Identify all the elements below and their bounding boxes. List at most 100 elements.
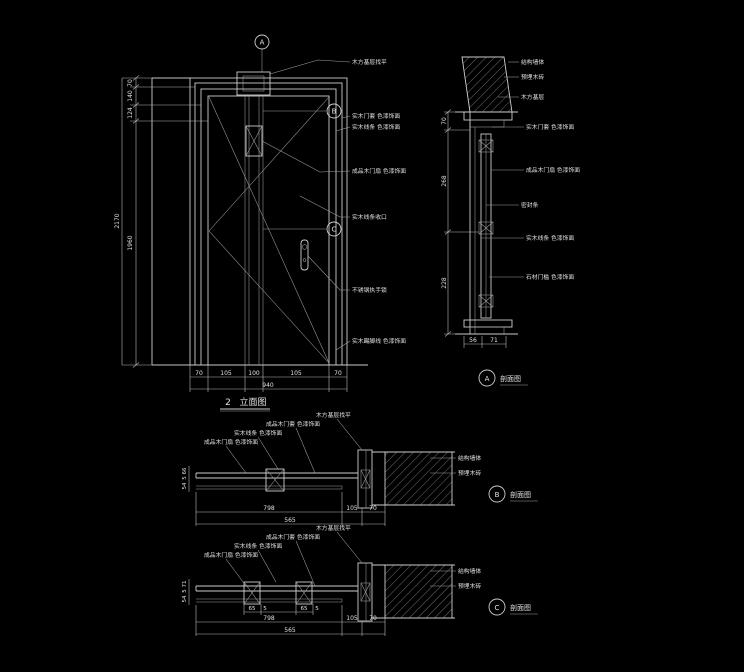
callout-label: 实木线条 色漆饰面	[234, 429, 282, 437]
dim-value: 70	[127, 79, 134, 87]
callout-label: 实木线条 色漆饰面	[234, 542, 282, 550]
elevation-center-strip	[244, 96, 264, 365]
dim-value: 140	[127, 90, 134, 102]
dim-total: 940	[262, 382, 274, 389]
callout-label: 成品木门套 色漆饰面	[266, 533, 320, 541]
callout-label: 木方基层找平	[316, 524, 351, 532]
callout-label: 实木门套 色漆饰面	[352, 112, 400, 120]
callout-label: 不锈钢执手锁	[352, 286, 387, 294]
section-b-left-dimensions: 66 5 54	[182, 466, 190, 492]
section-b-bottom-dimensions: 798 105 70 565	[195, 492, 386, 526]
section-a-assembly	[455, 111, 518, 335]
section-a-bottom-dimensions: 56 71	[463, 336, 507, 348]
callout-label: 结构墙体	[458, 567, 481, 575]
section-c-callouts: 木方基层找平 成品木门套 色漆饰面 实木线条 色漆饰面 成品木门扇 色漆饰面 结…	[204, 524, 481, 590]
dim-value: 56	[469, 337, 477, 344]
callout-label: 预埋木砖	[458, 469, 481, 477]
callout-label: 木方基层	[521, 93, 544, 101]
dim-value: 5	[263, 606, 267, 612]
door-handle	[300, 239, 309, 271]
dim-total: 565	[284, 627, 296, 634]
callout-label: 成品木门套 色漆饰面	[266, 420, 320, 428]
dim-total: 2170	[114, 213, 121, 228]
elevation-title: 2 立面图	[220, 396, 270, 412]
callout-label: 实木线条 色漆饰面	[526, 234, 574, 242]
view-number: 2	[225, 398, 231, 408]
section-letter: B	[495, 491, 500, 499]
callout-label: 成品木门扇 色漆饰面	[526, 166, 580, 174]
section-a-marker: A 剖面图	[478, 369, 528, 387]
callout-label: 结构墙体	[458, 454, 481, 462]
dim-value: 124	[127, 107, 134, 119]
section-c-callout-leaders	[225, 531, 456, 587]
section-label: 剖面图	[510, 603, 531, 612]
elevation-swing-lines	[208, 96, 330, 364]
callout-label: 成品木门扇 色漆饰面	[204, 438, 258, 446]
section-marker-upper: B	[263, 103, 342, 119]
section-label: 剖面图	[500, 374, 521, 383]
section-a-callouts: 结构墙体 预埋木砖 木方基层 实木门套 色漆饰面 成品木门扇 色漆饰面 密封条 …	[521, 58, 580, 281]
section-letter: C	[495, 604, 500, 612]
section-c-wall	[372, 564, 455, 619]
dim-value: 798	[263, 505, 275, 512]
elevation-door-frame	[189, 77, 348, 366]
section-marker-letter: A	[260, 39, 265, 47]
dim-value: 66	[182, 467, 188, 474]
dim-total: 565	[284, 517, 296, 524]
section-c-left-dimensions: 71 5 54	[182, 579, 190, 605]
callout-label: 预埋木砖	[521, 73, 544, 81]
dim-value: 105	[290, 370, 302, 377]
callout-label: 实木线条 色漆饰面	[352, 123, 400, 131]
dim-value: 228	[441, 277, 448, 289]
dim-value: 1960	[127, 235, 134, 250]
wall-hatch	[384, 564, 453, 619]
section-label: 剖面图	[510, 490, 531, 499]
section-marker-letter: C	[332, 226, 337, 234]
section-c-leaf	[195, 581, 358, 605]
dim-value: 105	[220, 370, 232, 377]
callout-label: 成品木门扇 色漆饰面	[352, 167, 406, 175]
section-a-view: 70 268 228 56 71 结构墙体 预埋木砖 木方基层 实木门套 色	[441, 56, 580, 387]
section-letter: A	[485, 375, 490, 383]
callout-label: 实木线条收口	[352, 213, 387, 221]
dim-value: 70	[369, 615, 377, 622]
wall-hatch	[384, 451, 453, 506]
section-b-marker: B 剖面图	[488, 485, 538, 503]
dim-value: 70	[195, 370, 203, 377]
callout-label: 木方基层找平	[352, 58, 387, 66]
view-title: 立面图	[239, 396, 266, 408]
dim-value: 54	[182, 482, 188, 489]
elevation-callout-leaders	[261, 59, 351, 351]
dim-value: 65	[301, 606, 308, 612]
wall-hatch	[461, 56, 513, 113]
dim-value: 71	[490, 337, 498, 344]
dim-value: 5	[182, 589, 188, 593]
callout-label: 结构墙体	[521, 58, 544, 66]
elevation-bottom-dimensions: 70 105 100 105 70 940	[189, 365, 348, 392]
section-b-wall	[372, 451, 455, 506]
callout-label: 木方基层找平	[316, 411, 351, 419]
dim-value: 54	[182, 595, 188, 602]
dim-value: 5	[315, 606, 319, 612]
dim-value: 105	[346, 615, 358, 622]
elevation-left-dimensions: 70 140 124 1960 2170	[114, 75, 208, 368]
section-c-view: 木方基层找平 成品木门套 色漆饰面 实木线条 色漆饰面 成品木门扇 色漆饰面 结…	[182, 524, 538, 636]
section-marker-letter: B	[332, 108, 337, 116]
section-b-jamb	[357, 449, 373, 509]
dim-value: 70	[334, 370, 342, 377]
elevation-door-closer-box	[236, 71, 271, 96]
dim-value: 70	[369, 505, 377, 512]
dim-value: 798	[263, 615, 275, 622]
elevation-callouts: 木方基层找平 实木门套 色漆饰面 实木线条 色漆饰面 成品木门扇 色漆饰面 实木…	[352, 58, 406, 345]
section-c-marker: C 剖面图	[488, 598, 538, 616]
section-c-bottom-dimensions: 65 5 65 5 798 105 70 565	[195, 604, 386, 636]
callout-label: 密封条	[521, 201, 539, 209]
callout-label: 实木门套 色漆饰面	[526, 123, 574, 131]
section-b-leaf	[195, 468, 358, 492]
elevation-view: A B C 木方基层找平 实木门套 色漆饰面 实木线条 色漆饰面 成品木门扇 色…	[114, 34, 406, 412]
section-marker-top: A	[254, 34, 270, 72]
callout-label: 预埋木砖	[458, 582, 481, 590]
dim-value: 100	[248, 370, 260, 377]
dim-value: 71	[182, 581, 188, 588]
